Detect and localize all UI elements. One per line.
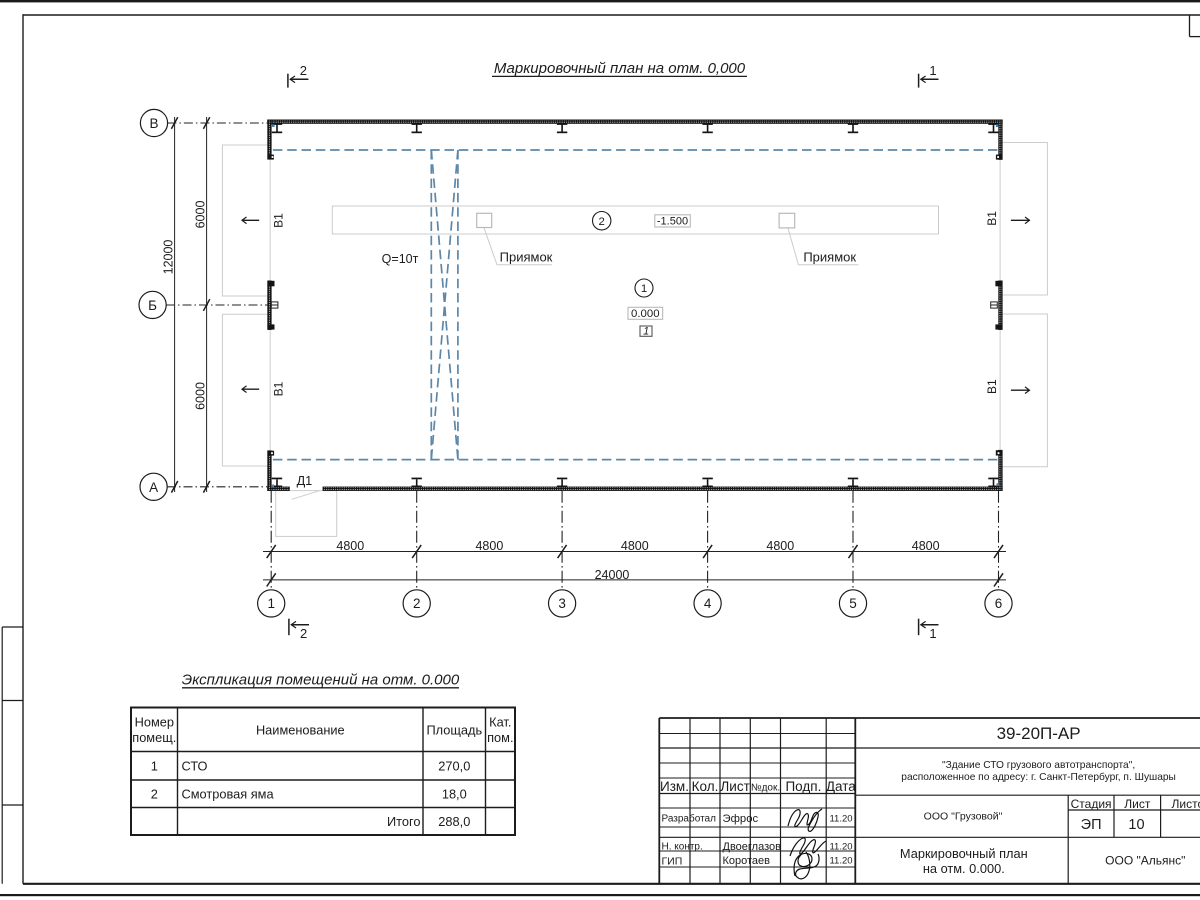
svg-text:0.000: 0.000 [631, 308, 660, 320]
svg-text:Стадия: Стадия [1071, 797, 1112, 811]
svg-text:помещ.: помещ. [132, 730, 176, 745]
svg-text:Коротаев: Коротаев [723, 855, 771, 867]
svg-text:11.20: 11.20 [829, 856, 852, 867]
svg-text:на отм. 0.000.: на отм. 0.000. [923, 861, 1005, 876]
svg-text:Двоеглазов: Двоеглазов [723, 841, 782, 853]
svg-text:Приямок: Приямок [803, 250, 856, 265]
svg-text:24000: 24000 [595, 568, 630, 582]
svg-text:Наименование: Наименование [256, 722, 345, 737]
svg-text:Н. контр.: Н. контр. [662, 842, 703, 853]
svg-text:Кол.: Кол. [692, 779, 719, 794]
svg-text:1: 1 [641, 283, 647, 295]
svg-text:В: В [149, 116, 158, 131]
svg-text:4800: 4800 [912, 539, 940, 553]
svg-text:2: 2 [599, 216, 605, 228]
svg-text:Итого: Итого [387, 814, 421, 829]
svg-text:В1: В1 [272, 213, 286, 228]
svg-text:Маркировочный план: Маркировочный план [900, 846, 1028, 861]
svg-text:3: 3 [558, 596, 566, 611]
svg-text:В1: В1 [272, 381, 286, 396]
svg-text:4800: 4800 [621, 539, 649, 553]
svg-text:ООО "Альянс": ООО "Альянс" [1105, 854, 1185, 868]
svg-text:1: 1 [643, 326, 649, 338]
svg-text:2: 2 [300, 63, 307, 78]
svg-text:10: 10 [1128, 817, 1144, 833]
svg-text:Б: Б [148, 298, 157, 313]
svg-text:Разработал: Разработал [662, 813, 717, 825]
svg-text:расположенное по адресу: г. Са: расположенное по адресу: г. Санкт-Петерб… [901, 771, 1176, 783]
svg-text:Лист: Лист [720, 779, 749, 794]
svg-text:11.20: 11.20 [829, 842, 852, 853]
svg-text:СТО: СТО [182, 759, 208, 774]
svg-text:1: 1 [929, 626, 936, 641]
svg-text:Q=10т: Q=10т [382, 252, 419, 266]
svg-text:№док.: №док. [751, 783, 780, 794]
svg-text:6: 6 [995, 596, 1003, 611]
svg-text:пом.: пом. [487, 730, 513, 745]
svg-text:4800: 4800 [766, 539, 794, 553]
svg-text:Смотровая яма: Смотровая яма [182, 787, 275, 802]
svg-text:В1: В1 [985, 211, 999, 226]
svg-text:Маркировочный план на отм. 0,0: Маркировочный план на отм. 0,000 [494, 60, 746, 77]
svg-text:5: 5 [849, 596, 857, 611]
svg-text:11.20: 11.20 [829, 814, 852, 825]
svg-text:Дата: Дата [826, 779, 856, 794]
svg-text:ООО "Грузовой": ООО "Грузовой" [924, 811, 1003, 823]
svg-text:39-20П-АР: 39-20П-АР [997, 724, 1081, 743]
svg-text:Д1: Д1 [297, 474, 313, 488]
svg-text:2: 2 [300, 626, 307, 641]
svg-text:ЭП: ЭП [1081, 817, 1102, 833]
svg-text:18,0: 18,0 [442, 787, 467, 802]
svg-text:В1: В1 [985, 379, 999, 394]
svg-text:Лист: Лист [1124, 797, 1151, 811]
svg-text:Эфрос: Эфрос [723, 813, 759, 825]
svg-text:"Здание СТО грузового автотран: "Здание СТО грузового автотранспорта", [942, 760, 1135, 771]
svg-text:А: А [149, 480, 158, 495]
svg-text:270,0: 270,0 [438, 759, 470, 774]
svg-text:Экспликация помещений на отм.: Экспликация помещений на отм. 0.000 [182, 672, 460, 689]
svg-text:Площадь: Площадь [426, 722, 482, 737]
svg-text:1: 1 [151, 759, 158, 774]
svg-text:Кат.: Кат. [489, 714, 511, 729]
svg-text:-1.500: -1.500 [657, 215, 688, 227]
svg-text:2: 2 [413, 596, 421, 611]
svg-text:Номер: Номер [135, 714, 174, 729]
svg-text:4: 4 [704, 596, 712, 611]
svg-text:ГИП: ГИП [662, 855, 683, 867]
svg-text:288,0: 288,0 [438, 814, 470, 829]
svg-text:4800: 4800 [475, 539, 503, 553]
svg-text:Изм.: Изм. [660, 779, 689, 794]
svg-text:Листов: Листов [1172, 797, 1200, 811]
svg-text:Подп.: Подп. [785, 779, 821, 794]
svg-text:Приямок: Приямок [500, 250, 553, 265]
svg-text:12000: 12000 [162, 240, 176, 275]
svg-text:6000: 6000 [194, 201, 208, 229]
svg-text:6000: 6000 [194, 382, 208, 410]
svg-text:2: 2 [151, 787, 158, 802]
svg-text:1: 1 [267, 596, 275, 611]
svg-text:4800: 4800 [336, 539, 364, 553]
svg-text:1: 1 [929, 63, 936, 78]
